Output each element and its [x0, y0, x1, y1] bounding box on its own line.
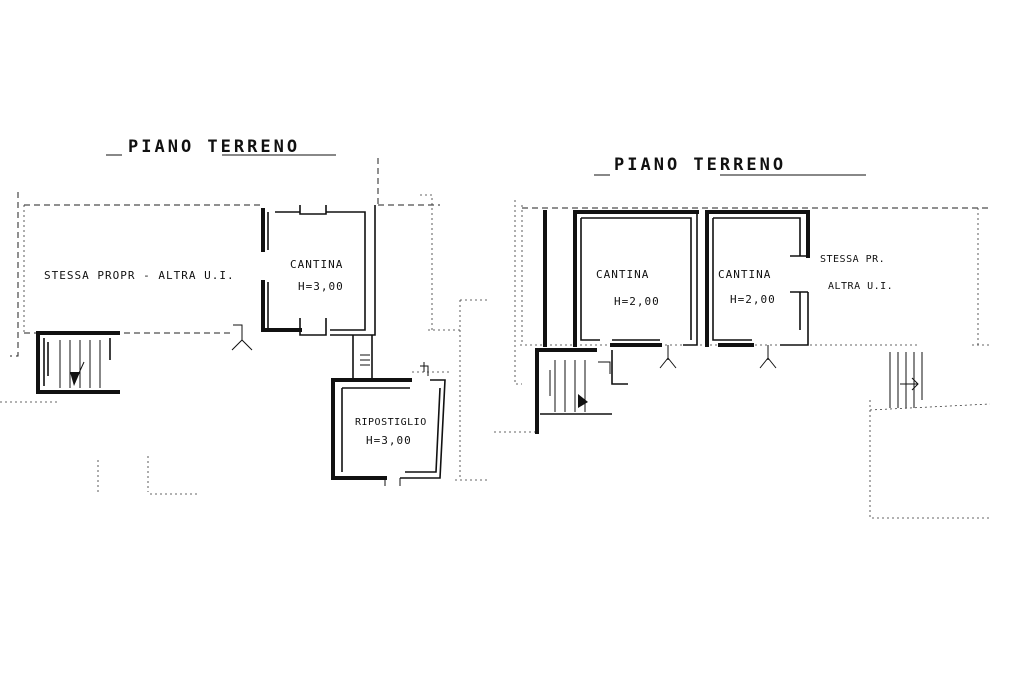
right-plan: PIANO TERRENO: [494, 155, 991, 519]
cantina-2-height: H=2,00: [730, 293, 776, 306]
left-plan: PIANO TERRENO: [0, 137, 490, 495]
cantina-1-label: CANTINA: [596, 268, 649, 281]
left-cantina-label: CANTINA: [290, 258, 343, 271]
cantina-2-label: CANTINA: [718, 268, 771, 281]
left-plan-title: PIANO TERRENO: [128, 137, 300, 157]
right-adjacent-label-2: ALTRA U.I.: [828, 281, 893, 292]
left-cantina-height: H=3,00: [298, 280, 344, 293]
cantina-1-height: H=2,00: [614, 295, 660, 308]
right-plan-title: PIANO TERRENO: [614, 155, 786, 175]
ripostiglio-label: RIPOSTIGLIO: [355, 417, 427, 428]
ripostiglio-height: H=3,00: [366, 434, 412, 447]
left-outdoor-label: STESSA PROPR - ALTRA U.I.: [44, 269, 235, 282]
right-adjacent-label-1: STESSA PR.: [820, 254, 885, 265]
